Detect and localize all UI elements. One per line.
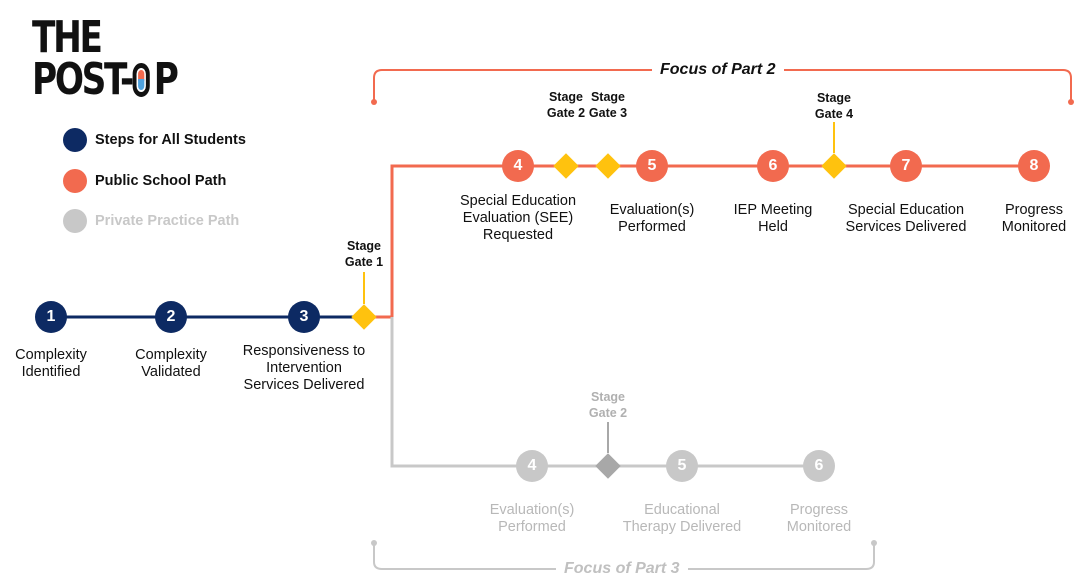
- public-step-8-node: 8: [1018, 150, 1050, 182]
- legend-label-public-school: Public School Path: [95, 173, 227, 189]
- legend-dot-private-practice: [63, 209, 87, 233]
- gate-1-diamond: [351, 304, 377, 330]
- private-step-5-node: 5: [666, 450, 698, 482]
- private-step-4-label: Evaluation(s)Performed: [489, 502, 575, 535]
- public-step-6-node: 6: [757, 150, 789, 182]
- public-step-4-node: 4: [502, 150, 534, 182]
- legend-dot-all-students: [63, 128, 87, 152]
- logo-line-1: THE: [32, 12, 103, 63]
- logo-text-suffix: P: [153, 54, 179, 105]
- focus-part-3-end-left: [371, 540, 377, 546]
- public-path-connector: [364, 164, 1034, 319]
- focus-part-2-end-left: [371, 99, 377, 105]
- legend-label-private-practice: Private Practice Path: [95, 213, 240, 229]
- focus-part-2-end-right: [1068, 99, 1074, 105]
- capsule-icon: [132, 63, 150, 97]
- gate-3-diamond: [595, 153, 621, 179]
- logo-text-prefix: POST-: [32, 54, 134, 105]
- public-step-7-node: 7: [890, 150, 922, 182]
- gate-2-diamond: [553, 153, 579, 179]
- gate-4-diamond: [821, 153, 847, 179]
- legend-label-all-students: Steps for All Students: [95, 132, 246, 148]
- focus-part-3-end-right: [871, 540, 877, 546]
- step-2-node: 2: [155, 301, 187, 333]
- logo-line-2: POST-P: [32, 58, 179, 102]
- legend-dot-public-school: [63, 169, 87, 193]
- private-step-6-node: 6: [803, 450, 835, 482]
- public-step-5-node: 5: [636, 150, 668, 182]
- private-gate-2-diamond: [595, 453, 621, 479]
- step-1-node: 1: [35, 301, 67, 333]
- focus-part-2-label: Focus of Part 2: [652, 61, 784, 79]
- step-3-node: 3: [288, 301, 320, 333]
- private-step-4-node: 4: [516, 450, 548, 482]
- public-step-5-label: Evaluation(s)Performed: [609, 202, 695, 235]
- focus-part-3-label: Focus of Part 3: [556, 560, 688, 578]
